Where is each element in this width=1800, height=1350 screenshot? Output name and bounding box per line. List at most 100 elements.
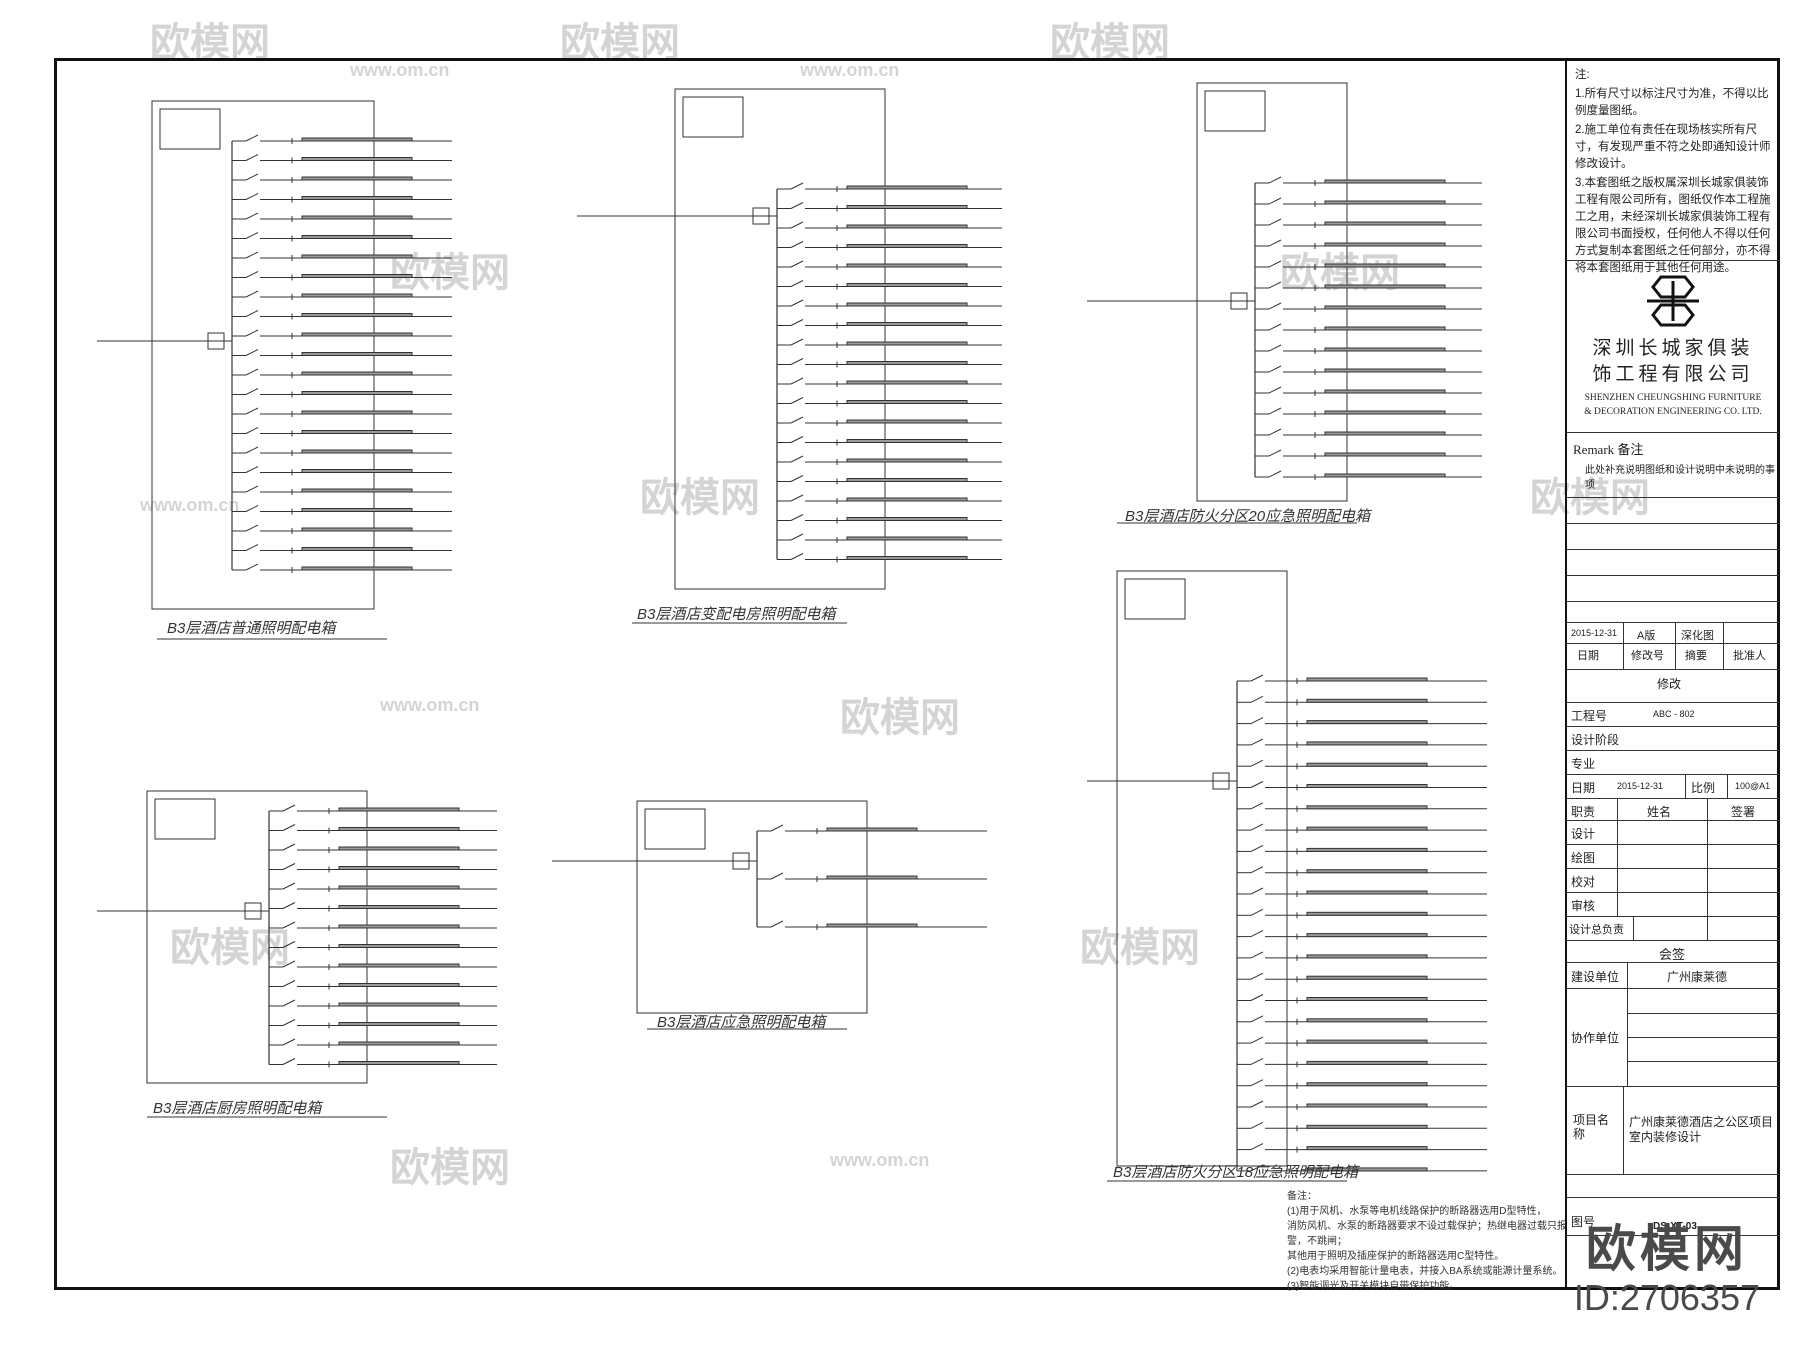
schematic-box: [207, 332, 225, 350]
schematic-box: [1306, 954, 1428, 959]
breaker-symbol: [1250, 1036, 1264, 1044]
schematic-box: [338, 983, 460, 987]
breaker-symbol: [790, 280, 804, 287]
remark-label: Remark 备注: [1573, 442, 1644, 457]
schematic-box: [1204, 90, 1266, 132]
title-block: 注: 1.所有尺寸以标注尺寸为准，不得以比例度量图纸。 2.施工单位有责任在现场…: [1565, 61, 1779, 1287]
schematic-box: [338, 1002, 460, 1007]
sign-label: 签署: [1731, 805, 1756, 819]
breaker-symbol: [282, 921, 296, 929]
schematic-box: [244, 902, 262, 920]
breaker-symbol: [1250, 802, 1264, 810]
schematic-box: [1306, 933, 1428, 938]
project-label: 项目名称: [1573, 1113, 1610, 1141]
schematic-box: [301, 137, 413, 142]
schematic-box: [301, 254, 413, 259]
schematic-box: [301, 274, 413, 278]
role-row: 审核: [1567, 893, 1779, 917]
breaker-symbol: [245, 505, 259, 512]
stamp-id: ID:2706357: [1573, 1277, 1760, 1318]
revision-date: 2015-12-31: [1571, 628, 1618, 638]
breaker-symbol: [245, 524, 259, 532]
design-phase-label: 设计阶段: [1571, 733, 1620, 747]
schematic-box: [846, 302, 968, 307]
watermark-site: www.om.cn: [380, 695, 480, 715]
breaker-symbol: [1268, 344, 1282, 352]
schematic-box: [146, 790, 368, 1084]
schematic-box: [301, 313, 413, 317]
cooperate-label: 协作单位: [1571, 1031, 1620, 1045]
breaker-symbol: [770, 824, 784, 832]
client-value: 广州康莱德: [1667, 970, 1728, 984]
name-label: 姓名: [1647, 805, 1672, 819]
notes-heading: 注:: [1575, 69, 1590, 81]
breaker-symbol: [282, 941, 296, 948]
breaker-symbol: [245, 271, 259, 278]
schematic-box: [301, 371, 413, 376]
breaker-symbol: [282, 1038, 296, 1046]
breaker-symbol: [790, 319, 804, 326]
revision-header: 批准人: [1733, 650, 1766, 662]
schematic-box: [301, 235, 413, 239]
schematic-box: [846, 361, 968, 365]
specialty-row: 专业: [1567, 751, 1779, 775]
role-row: 校对: [1567, 869, 1779, 893]
breaker-symbol: [282, 999, 296, 1007]
schematic-box: [1324, 263, 1446, 268]
breaker-symbol: [282, 902, 296, 909]
schematic-box: [846, 380, 968, 385]
schematic-box: [826, 827, 918, 832]
role-row: 设计总负责: [1567, 917, 1779, 941]
bottom-note-line: (2)电表均采用智能计量电表，并接入BA系统或能源计量系统。: [1287, 1266, 1563, 1277]
breaker-symbol: [1268, 407, 1282, 415]
schematic-box: [1124, 578, 1186, 620]
watermark-site: www.om.cn: [830, 1150, 930, 1170]
schematic-box: [846, 205, 968, 209]
schematic-box: [1306, 677, 1428, 682]
breaker-symbol: [245, 193, 259, 200]
breaker-symbol: [1268, 260, 1282, 268]
schematic-box: [338, 885, 460, 890]
diagram-title: B3层酒店应急照明配电箱: [657, 1014, 826, 1031]
schematic-box: [1324, 473, 1446, 478]
schematic-box: [732, 852, 750, 870]
breaker-symbol: [245, 310, 259, 317]
note-item: 2.施工单位有责任在现场核实所有尺寸，有发现严重不符之处即通知设计师修改设计。: [1575, 124, 1771, 170]
project-no-row: 工程号 ABC - 802: [1567, 703, 1779, 727]
breaker-symbol: [1250, 908, 1264, 916]
breaker-symbol: [790, 533, 804, 541]
schematic-box: [301, 215, 413, 220]
watermark-site: www.om.cn: [800, 60, 900, 80]
scale-value: 100@A1: [1735, 781, 1771, 791]
schematic-box: [826, 875, 918, 880]
schematic-box: [301, 547, 413, 551]
schematic-box: [846, 497, 968, 502]
diagram-title: B3层酒店变配电房照明配电箱: [637, 606, 836, 623]
duty-label: 职责: [1571, 805, 1596, 819]
date-value: 2015-12-31: [1617, 781, 1664, 791]
schematic-box: [846, 224, 968, 229]
breaker-symbol: [1250, 951, 1264, 959]
drawing-no-value: DS-XT-03: [1653, 1221, 1697, 1232]
schematic-box: [846, 400, 968, 404]
revision-header: 摘要: [1685, 650, 1707, 662]
schematic-box: [338, 924, 460, 929]
breaker-symbol: [1268, 365, 1282, 373]
date-scale-row: 日期 2015-12-31 比例 100@A1: [1567, 775, 1779, 799]
breaker-symbol: [790, 182, 804, 190]
breaker-symbol: [282, 882, 296, 890]
breaker-symbol: [1250, 738, 1264, 746]
stamp-brand: 欧模网: [1585, 1221, 1748, 1277]
breaker-symbol: [1250, 844, 1264, 852]
schematic-box: [1306, 869, 1428, 874]
schematic-box: [1306, 762, 1428, 767]
breaker-symbol: [1250, 994, 1264, 1001]
revision-title: 修改: [1657, 677, 1682, 691]
countersign-row: 会签: [1567, 941, 1779, 963]
schematic-box: [1324, 242, 1446, 247]
breaker-symbol: [245, 154, 259, 161]
breaker-symbol: [245, 407, 259, 415]
company-name-zh: 饰工程有限公司: [1592, 363, 1754, 385]
schematic-box: [1306, 847, 1428, 852]
schematic-box: [159, 108, 221, 150]
